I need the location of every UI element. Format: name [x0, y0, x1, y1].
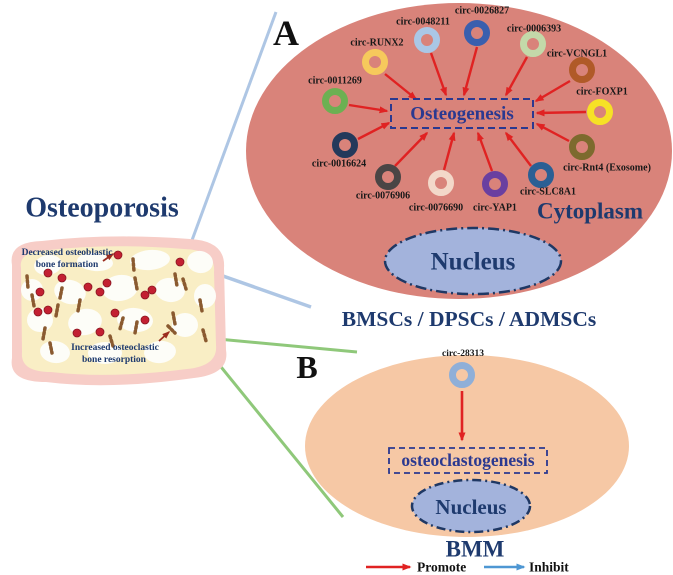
osteoporosis-title: Osteoporosis: [25, 193, 179, 224]
circ-28313-ring: [449, 362, 475, 388]
circ-RUNX2-ring: [362, 49, 388, 75]
panel-a-nucleus-label: Nucleus: [431, 249, 516, 276]
legend-promote-label: Promote: [417, 560, 466, 575]
legend: Promote Inhibit: [366, 560, 569, 575]
circ-VCNGL1-ring: [569, 57, 595, 83]
panel-b-cell-ellipse: [305, 355, 629, 537]
circ-0011269-label: circ-0011269: [308, 76, 362, 87]
circ-0011269-ring: [322, 88, 348, 114]
legend-inhibit-label: Inhibit: [529, 560, 569, 575]
panel-a-label: A: [273, 13, 299, 53]
circ-SLC8A1-ring: [528, 162, 554, 188]
circ-28313-label: circ-28313: [442, 349, 484, 359]
circrna-rings: [322, 20, 613, 197]
decreased-pointer-arrow: [102, 253, 115, 262]
panel-a-cell-ellipse: [246, 3, 672, 299]
osteogenesis-box: [390, 98, 534, 129]
bone-illustration: [11, 236, 227, 386]
circ-FOXP1-label: circ-FOXP1: [576, 87, 627, 98]
circ-0076690-label: circ-0076690: [409, 203, 463, 214]
osteoclastogenesis-label: osteoclastogenesis: [401, 450, 534, 470]
panel-a-cell-caption: BMSCs / DPSCs / ADMSCs: [342, 307, 596, 331]
circ-0006393-ring: [520, 31, 546, 57]
circ-0006393-label: circ-0006393: [507, 24, 561, 35]
circ-FOXP1-ring: [587, 99, 613, 125]
circ-YAP1-ring: [482, 171, 508, 197]
decreased-label-line2: bone formation: [36, 260, 99, 270]
panel-b-connectors: [202, 336, 358, 518]
circ-0048211-label: circ-0048211: [396, 17, 450, 28]
increased-label-line2: bone resorption: [82, 355, 147, 365]
circ-0016624-ring: [332, 132, 358, 158]
circ-0048211-ring: [414, 27, 440, 53]
circ-RUNX2-label: circ-RUNX2: [350, 38, 403, 49]
cytoplasm-label: Cytoplasm: [537, 199, 643, 224]
circ-Rnt4-ring: [569, 134, 595, 160]
connector-green-line-bottom: [202, 345, 345, 518]
connector-blue-line-top: [182, 11, 278, 263]
circ-0076906-ring: [375, 164, 401, 190]
circ-0076906-label: circ-0076906: [356, 191, 410, 202]
increased-pointer-arrow: [158, 330, 171, 342]
circ-VCNGL1-label: circ-VCNGL1: [547, 49, 607, 60]
panel-a-promote-arrows: [348, 46, 587, 172]
panel-a-nucleus: [383, 226, 563, 296]
osteoclastogenesis-box: [388, 447, 548, 474]
circ-0026827-ring: [464, 20, 490, 46]
connector-green-line-top: [206, 336, 358, 354]
circ-0076690-ring: [428, 170, 454, 196]
decreased-label-line1: Decreased osteoblastic: [22, 248, 113, 258]
circ-YAP1-label: circ-YAP1: [473, 203, 517, 214]
panel-b-label: B: [296, 349, 317, 385]
osteoblast-dots: [33, 250, 185, 338]
circrna-labels: circ-RUNX2 circ-0048211 circ-0026827 cir…: [308, 6, 651, 214]
osteoclast-worms: [25, 257, 208, 355]
panel-b-nucleus-label: Nucleus: [435, 495, 506, 519]
circ-Rnt4-label: circ-Rnt4 (Exosome): [563, 163, 651, 174]
circ-SLC8A1-label: circ-SLC8A1: [520, 187, 576, 198]
osteogenesis-label: Osteogenesis: [410, 104, 513, 125]
trabecular-spaces: [21, 249, 216, 364]
panel-b-nucleus: [410, 478, 532, 534]
circ-0016624-label: circ-0016624: [312, 159, 366, 170]
panel-b-cell-caption: BMM: [446, 537, 505, 562]
circ-0026827-label: circ-0026827: [455, 6, 509, 17]
increased-label-line1: Increased osteoclastic: [71, 343, 159, 353]
